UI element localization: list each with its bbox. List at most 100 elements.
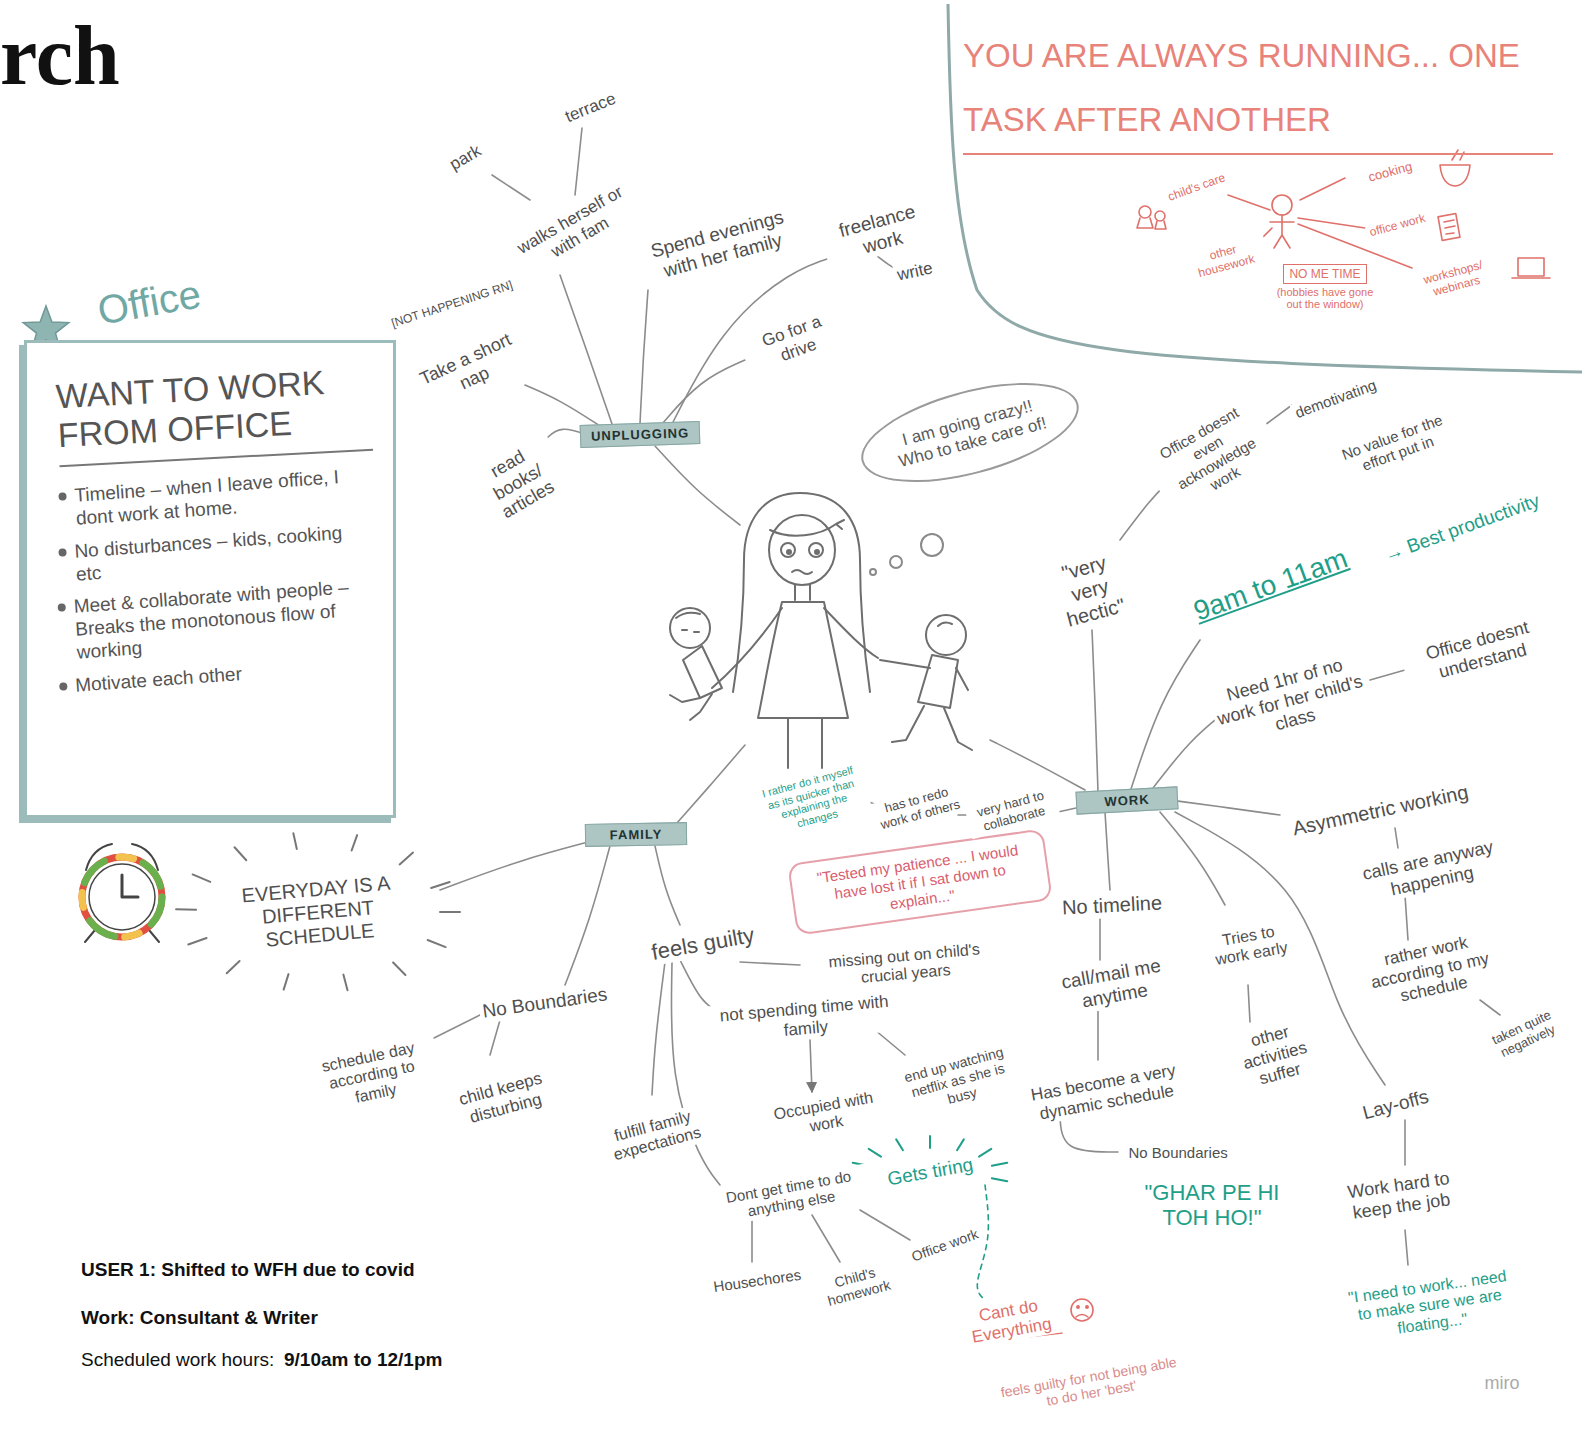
leader-line bbox=[662, 360, 745, 424]
branch-note: call/mail me anytime bbox=[1047, 951, 1179, 1018]
panel-heading: YOU ARE ALWAYS RUNNING... ONE TASK AFTER… bbox=[963, 24, 1553, 155]
leader-line bbox=[1370, 670, 1405, 680]
woman-figure bbox=[770, 520, 844, 536]
leader-line bbox=[977, 1185, 988, 1300]
branch-note: demotivating bbox=[1289, 374, 1381, 423]
branch-note: rather work according to my schedule bbox=[1347, 924, 1512, 1016]
child-figure bbox=[683, 646, 722, 698]
panel-frame: WANT TO WORK FROM OFFICETimeline – when … bbox=[24, 340, 396, 818]
leader-line bbox=[565, 846, 610, 985]
leader-line bbox=[1298, 218, 1365, 228]
leader-line bbox=[671, 962, 720, 1185]
branch-note: schedule day according to family bbox=[300, 1033, 445, 1117]
branch-note: Office doesnt understand bbox=[1399, 609, 1561, 691]
thought-dots bbox=[870, 569, 876, 575]
node-text: "Tested my patience ... I would have los… bbox=[802, 839, 1037, 924]
leader-line bbox=[655, 846, 680, 925]
branch-note: has to redo work of others bbox=[870, 781, 966, 835]
branch-note: fulfill family expectations bbox=[599, 1102, 711, 1167]
branch-note: calls are anyway happening bbox=[1325, 828, 1536, 913]
child-figure bbox=[670, 694, 712, 720]
emphasis-ray bbox=[188, 938, 206, 945]
leader-line bbox=[860, 1210, 910, 1240]
leader-line bbox=[1060, 1116, 1118, 1152]
child-figure bbox=[918, 655, 958, 708]
task-icons bbox=[1438, 214, 1460, 241]
user-info: Work: Consultant & Writer bbox=[78, 1306, 321, 1330]
topic-tag: FAMILY bbox=[585, 822, 687, 847]
branch-note: Need 1hr of no work for her child's clas… bbox=[1206, 649, 1373, 751]
pink-note: workshops/ webinars bbox=[1405, 253, 1505, 306]
leader-line bbox=[1405, 895, 1408, 940]
highlight-note: I rather do it myself as its quicker tha… bbox=[752, 760, 873, 840]
note-heading: NO ME TIME bbox=[1283, 264, 1366, 284]
emphasis-ray bbox=[193, 874, 211, 882]
task-icons bbox=[1518, 258, 1544, 276]
busy-figure bbox=[1272, 195, 1292, 215]
leader-line bbox=[440, 840, 596, 890]
branch-note: Child's homework bbox=[811, 1257, 903, 1312]
woman-figure bbox=[809, 543, 823, 557]
woman-figure bbox=[712, 608, 782, 688]
branch-note: Tries to work early bbox=[1204, 918, 1295, 971]
leader-line bbox=[1395, 828, 1398, 848]
pink-note: Cant do Everything bbox=[954, 1291, 1066, 1350]
highlight-note: 9am to 11am bbox=[1186, 540, 1355, 629]
leader-line bbox=[575, 128, 582, 195]
wish-panel: OfficeWANT TO WORK FROM OFFICETimeline –… bbox=[18, 282, 402, 818]
emphasis-ray bbox=[343, 975, 347, 991]
leader-line bbox=[1300, 178, 1345, 200]
leader-line bbox=[1404, 1120, 1406, 1165]
child-figure bbox=[682, 630, 699, 632]
woman-figure bbox=[733, 493, 800, 692]
emphasis-ray bbox=[235, 847, 247, 860]
branch-note: read books/ articles bbox=[460, 430, 575, 533]
branch-note: Has become a very dynamic schedule bbox=[1025, 1058, 1186, 1126]
woman-figure bbox=[769, 515, 835, 585]
panel-heading: Office bbox=[93, 264, 205, 339]
woman-figure bbox=[815, 550, 819, 554]
emphasis-ray bbox=[352, 835, 358, 850]
branch-note: Work hard to keep the job bbox=[1335, 1165, 1466, 1225]
highlight-note: Gets tiring bbox=[882, 1152, 977, 1192]
woman-figure bbox=[795, 585, 810, 600]
emphasis-ray bbox=[929, 1136, 931, 1148]
leader-line bbox=[1099, 918, 1101, 960]
leader-line bbox=[680, 960, 715, 1010]
node-text: I am going crazy!! Who to take care of! bbox=[888, 392, 1053, 471]
leader-line bbox=[1150, 712, 1225, 792]
leader-line bbox=[1130, 640, 1200, 792]
leader-line bbox=[1228, 195, 1270, 210]
emphasis-ray bbox=[869, 1149, 881, 1157]
branch-note: taken quite negatively bbox=[1484, 1004, 1566, 1065]
pink-note: cooking bbox=[1363, 157, 1416, 187]
thought-dots bbox=[870, 534, 943, 575]
branch-note: Housechores bbox=[709, 1264, 805, 1296]
node-text: FAMILY bbox=[596, 826, 676, 842]
task-icons bbox=[1512, 277, 1550, 279]
leader-line bbox=[560, 275, 612, 424]
emphasis-ray bbox=[992, 1163, 1007, 1166]
task-icons bbox=[1139, 206, 1151, 218]
leader-line bbox=[1480, 1000, 1500, 1015]
woman-figure bbox=[712, 493, 878, 768]
leader-line bbox=[1097, 1010, 1099, 1060]
branch-note: No value for the effort put in bbox=[1320, 403, 1470, 487]
branch-note: Office doesnt even acknowledge work bbox=[1140, 393, 1285, 517]
task-icons bbox=[1440, 165, 1470, 186]
branch-note: end up watching netflix as she is busy bbox=[895, 1041, 1020, 1120]
branch-note: missing out on child's crucial years bbox=[811, 937, 1000, 992]
emphasis-ray bbox=[957, 1139, 964, 1150]
emphasis-ray bbox=[992, 1178, 1007, 1181]
emphasis-ray bbox=[284, 974, 289, 990]
branch-note: write bbox=[892, 257, 937, 287]
branch-note: [NOT HAPPENING RN] bbox=[387, 277, 518, 333]
leader-line bbox=[1105, 812, 1110, 890]
branch-note: "very very hectic" bbox=[1044, 546, 1136, 634]
sad-face bbox=[1076, 1315, 1088, 1318]
leader-line bbox=[640, 290, 648, 424]
branch-note: not spending time with family bbox=[701, 989, 910, 1048]
bullet-item: Timeline – when I leave office, I dont w… bbox=[56, 464, 372, 531]
thought-dots bbox=[921, 534, 943, 556]
branch-note: very hard to collaborate bbox=[964, 785, 1060, 839]
